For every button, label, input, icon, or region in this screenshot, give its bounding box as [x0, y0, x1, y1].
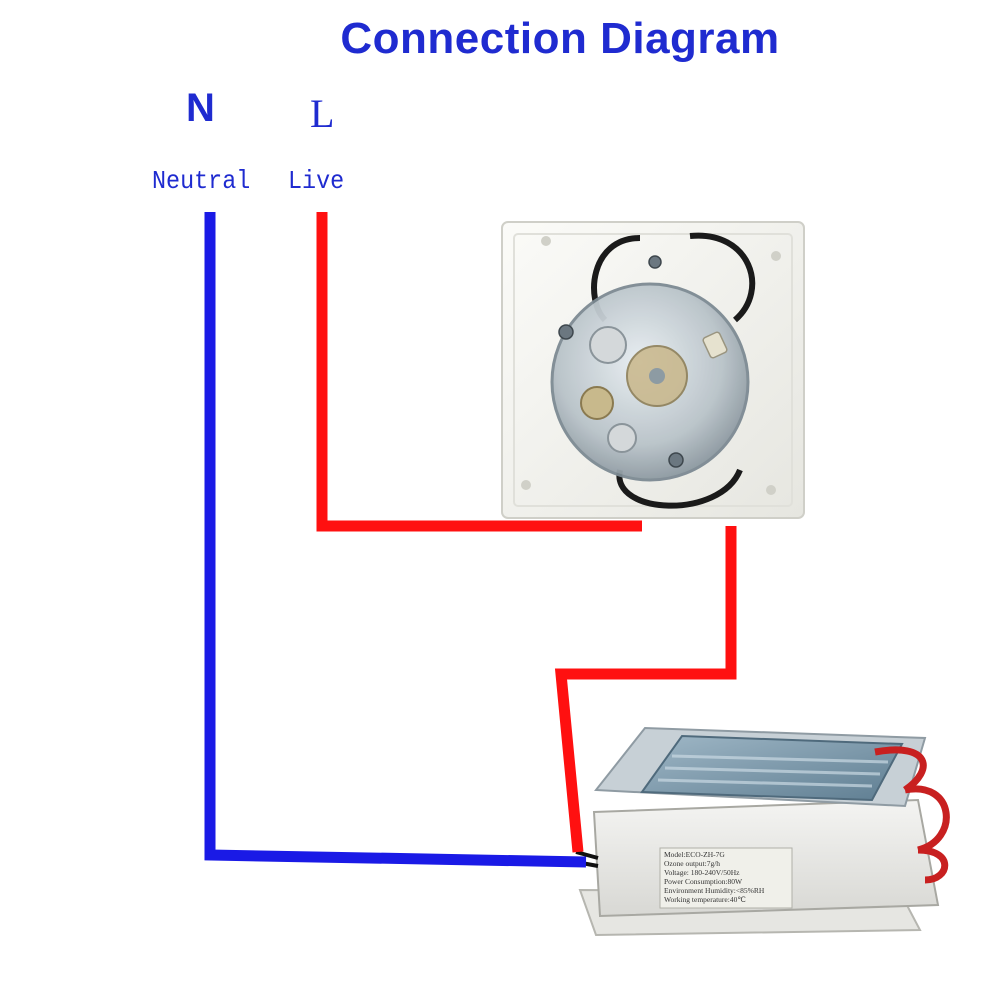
timer-screw	[648, 255, 662, 269]
spec-text-group: Model:ECO-ZH-7G Ozone output:7g/h Voltag…	[664, 850, 765, 904]
diagram-title: Connection Diagram	[340, 14, 780, 63]
hv-lead	[874, 746, 950, 884]
screw-hole	[541, 236, 551, 246]
spec-line: Environment Humidity:<85%RH	[664, 886, 765, 895]
screw-hole	[521, 480, 531, 490]
spec-line: Power Consumption:80W	[664, 877, 743, 886]
screw-hole	[766, 485, 776, 495]
spec-line: Model:ECO-ZH-7G	[664, 850, 725, 859]
screw-hole	[771, 251, 781, 261]
cam-lever	[702, 331, 728, 359]
small-gear	[580, 386, 614, 420]
spec-line: Ozone output:7g/h	[664, 859, 720, 868]
neutral-wire	[204, 212, 587, 868]
spec-label	[659, 847, 793, 909]
live-wire-output	[554, 526, 737, 853]
spec-line: Voltage: 180-240V/50Hz	[664, 868, 740, 877]
small-gear	[607, 423, 637, 453]
live-wire-input	[316, 212, 642, 532]
spec-line: Working temperature:40℃	[664, 895, 746, 904]
timer-screw	[558, 324, 574, 340]
ozone-generator: Model:ECO-ZH-7G Ozone output:7g/h Voltag…	[575, 726, 950, 937]
small-gear	[589, 326, 627, 364]
timer-screw	[668, 452, 684, 468]
live-label: Live	[288, 166, 345, 196]
neutral-letter: N	[186, 86, 215, 130]
neutral-label: Neutral	[152, 166, 251, 196]
live-letter: L	[310, 91, 335, 136]
timer-switch	[501, 221, 805, 519]
